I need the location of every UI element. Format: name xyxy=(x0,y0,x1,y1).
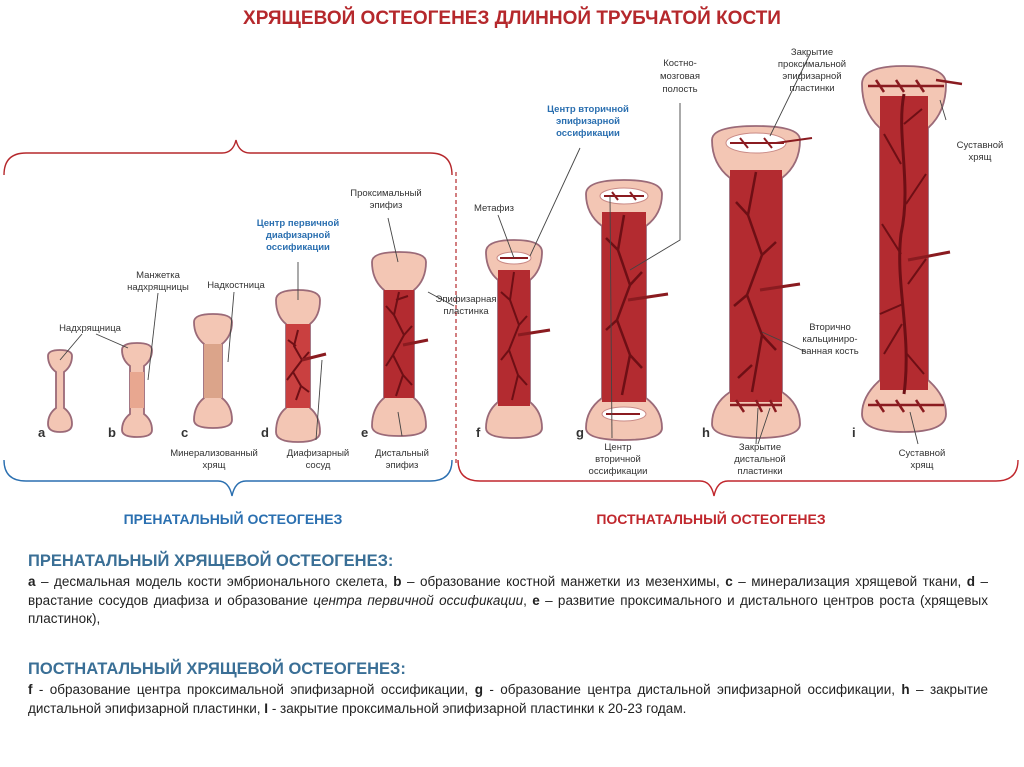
label-center-g-line3: оссификации xyxy=(589,466,648,477)
postnatal-description: ПОСТНАТАЛЬНЫЙ ХРЯЩЕВОЙ ОСТЕОГЕНЕЗ: f - о… xyxy=(28,660,988,718)
stage-letter-b: b xyxy=(108,425,116,440)
label-dist-epifiz-line2: эпифиз xyxy=(386,460,419,471)
leader-lines xyxy=(59,53,947,445)
label-close-prox-line1: Закрытие xyxy=(791,47,833,58)
prenatal-description: ПРЕНАТАЛЬНЫЙ ХРЯЩЕВОЙ ОСТЕОГЕНЕЗ: а – де… xyxy=(28,552,988,629)
label-nadkostnitsa: Надкостница xyxy=(207,280,265,291)
postnatal-heading: ПОСТНАТАЛЬНЫЙ ХРЯЩЕВОЙ ОСТЕОГЕНЕЗ: xyxy=(28,660,406,678)
label-marrow-line2: мозговая xyxy=(660,71,700,82)
label-epifiz-plate-line1: Эпифизарная xyxy=(436,294,497,305)
bone-i xyxy=(861,65,963,433)
label-center-secondary-line1: Центр вторичной xyxy=(547,104,629,115)
prenatal-heading: ПРЕНАТАЛЬНЫЙ ХРЯЩЕВОЙ ОСТЕОГЕНЕЗ: xyxy=(28,552,394,570)
bone-a xyxy=(47,349,73,433)
label-epifiz-plate-line2: пластинка xyxy=(443,306,489,317)
label-nadkhryashchnitsa: Надхрящница xyxy=(59,323,122,334)
label-close-dist-line2: дистальной xyxy=(734,454,785,465)
label-artic-bottom-line2: хрящ xyxy=(911,460,934,471)
label-center-primary-line1: Центр первичной xyxy=(257,218,340,229)
stage-letter-i: i xyxy=(852,425,856,440)
label-diafiz-vessel-line2: сосуд xyxy=(306,460,331,471)
label-center-primary-line3: оссификации xyxy=(266,242,330,253)
label-manzhetka-line1: Манжетка xyxy=(136,270,181,281)
stage-letter-g: g xyxy=(576,425,584,440)
stage-letter-d: d xyxy=(261,425,269,440)
label-manzhetka-line2: надхрящницы xyxy=(127,282,189,293)
bone-c xyxy=(193,313,233,429)
label-close-prox-line3: эпифизарной xyxy=(782,71,841,82)
label-close-dist-line1: Закрытие xyxy=(739,442,781,453)
bone-f xyxy=(485,239,551,439)
label-artic-bottom-line1: Суставной xyxy=(899,448,946,459)
label-marrow-line1: Костно- xyxy=(663,58,697,69)
label-artic-top-line2: хрящ xyxy=(969,152,992,163)
bone-e xyxy=(371,251,429,437)
label-dist-epifiz-line1: Дистальный xyxy=(375,448,429,459)
postnatal-label: ПОСТНАТАЛЬНЫЙ ОСТЕОГЕНЕЗ xyxy=(596,510,826,527)
osteogenesis-diagram: ХРЯЩЕВОЙ ОСТЕОГЕНЕЗ ДЛИННОЙ ТРУБЧАТОЙ КО… xyxy=(3,7,1019,527)
label-secondary-calc-line1: Вторично xyxy=(809,322,851,333)
label-close-prox-line2: проксимальной xyxy=(778,59,846,70)
label-center-secondary-line2: эпифизарной xyxy=(556,116,620,127)
postnatal-bracket xyxy=(457,459,1019,497)
label-center-secondary-line3: оссификации xyxy=(556,128,620,139)
stage-letter-c: c xyxy=(181,425,188,440)
stage-letter-f: f xyxy=(476,425,481,440)
prenatal-text: а – десмальная модель кости эмбрионально… xyxy=(28,574,989,626)
label-center-primary-line2: диафизарной xyxy=(266,230,331,241)
stage-letter-e: e xyxy=(361,425,368,440)
prenatal-top-bracket xyxy=(3,139,453,176)
page-title: ХРЯЩЕВОЙ ОСТЕОГЕНЕЗ ДЛИННОЙ ТРУБЧАТОЙ КО… xyxy=(243,7,781,29)
label-artic-top-line1: Суставной xyxy=(957,140,1004,151)
label-close-dist-line3: пластинки xyxy=(737,466,782,477)
prenatal-bracket xyxy=(3,459,453,497)
prenatal-label: ПРЕНАТАЛЬНЫЙ ОСТЕОГЕНЕЗ xyxy=(124,510,343,527)
label-prox-epifiz-line1: Проксимальный xyxy=(350,188,421,199)
bone-h xyxy=(711,125,813,439)
label-metafiz: Метафиз xyxy=(474,203,514,214)
label-diafiz-vessel-line1: Диафизарный xyxy=(287,448,349,459)
label-center-g-line1: Центр xyxy=(604,442,631,453)
label-marrow-line3: полость xyxy=(662,84,697,95)
stage-letter-a: a xyxy=(38,425,46,440)
label-close-prox-line4: пластинки xyxy=(789,83,834,94)
label-mineral-line2: хрящ xyxy=(203,460,226,471)
bone-d xyxy=(275,289,327,443)
label-secondary-calc-line3: ванная кость xyxy=(801,346,858,357)
label-center-g-line2: вторичной xyxy=(595,454,641,465)
bone-g xyxy=(585,179,669,441)
stage-letter-h: h xyxy=(702,425,710,440)
label-prox-epifiz-line2: эпифиз xyxy=(370,200,403,211)
postnatal-text: f - образование центра проксимальной эпи… xyxy=(28,682,989,716)
label-secondary-calc-line2: кальциниро- xyxy=(802,334,857,345)
bone-b xyxy=(121,342,153,438)
label-mineral-line1: Минерализованный xyxy=(170,448,258,459)
